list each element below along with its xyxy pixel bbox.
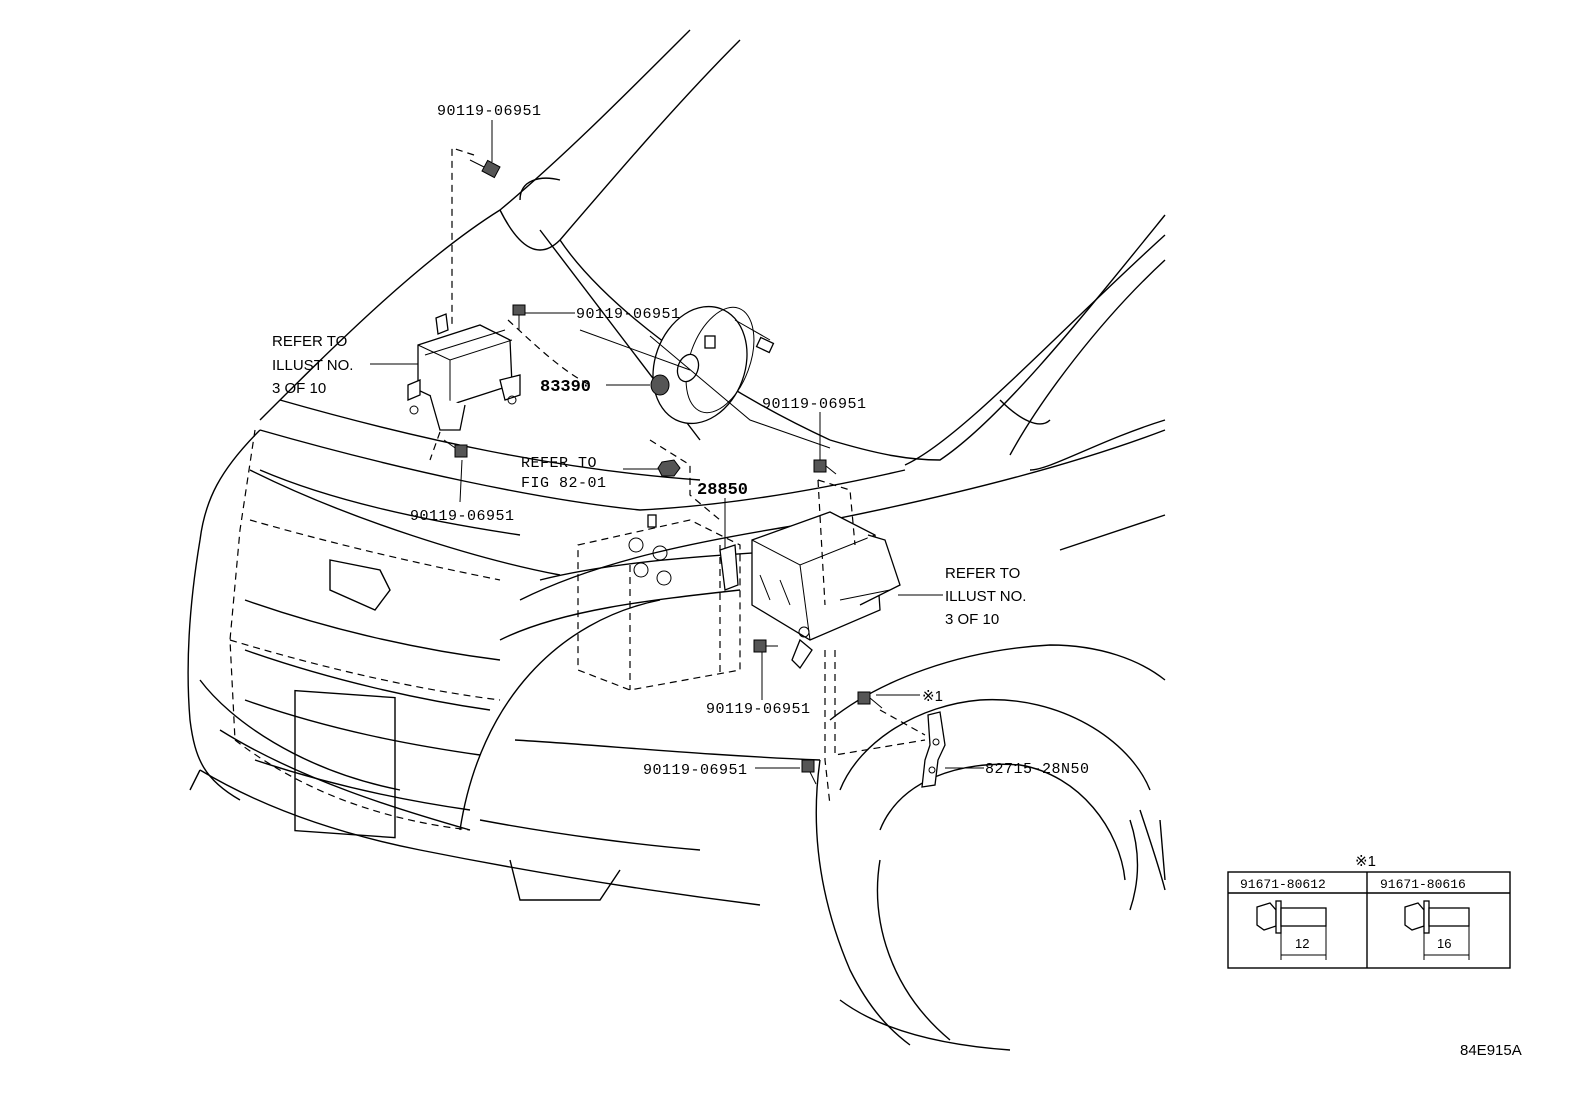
front-grille — [229, 429, 521, 839]
reference-notes: REFER TO ILLUST NO. 3 OF 10 REFER TO ILL… — [272, 333, 1026, 628]
fasteners — [443, 159, 883, 785]
ref-left-line3: 3 OF 10 — [272, 380, 326, 397]
assembly-dashed-lines — [429, 147, 926, 806]
ref-left-line1: REFER TO — [272, 333, 347, 350]
label-bolt-mid-upper: 90119-06951 — [576, 306, 681, 323]
brake-booster — [652, 305, 775, 425]
ref-fig-line1: REFER TO — [521, 455, 597, 472]
table-col2-part-number: 91671-80616 — [1380, 877, 1466, 892]
bolt-top-icon — [469, 159, 501, 179]
left-relay-block — [407, 313, 521, 431]
label-bolt-bottom: 90119-06951 — [643, 762, 748, 779]
flange-bolt-12-icon: 12 — [1256, 900, 1327, 960]
ref-right-line3: 3 OF 10 — [945, 611, 999, 628]
bolt-note1-icon — [857, 691, 883, 709]
bolt-right-upper-icon — [813, 459, 837, 475]
label-bracket: 82715-28N50 — [985, 761, 1090, 778]
battery — [577, 514, 741, 691]
label-note-mark: ※1 — [922, 688, 943, 705]
ref-fig-line2: FIG 82-01 — [521, 475, 607, 492]
bolt-mid-upper-icon — [512, 304, 526, 330]
grommet-83390-icon — [650, 374, 670, 396]
bolt-center-lower-icon — [753, 639, 778, 653]
table-col1-length: 12 — [1295, 936, 1309, 951]
label-bolt-center-lower: 90119-06951 — [706, 701, 811, 718]
table-title: ※1 — [1355, 853, 1376, 870]
label-grommet: 83390 — [540, 378, 591, 397]
nut-fig82-icon — [657, 459, 681, 477]
illustration-code: 84E915A — [1460, 1042, 1522, 1059]
table-col1-part-number: 91671-80612 — [1240, 877, 1326, 892]
bolt-left-lower-icon — [443, 439, 468, 458]
bracket-82715 — [921, 711, 946, 788]
label-relay-block: 28850 — [697, 481, 748, 500]
label-bolt-right-upper: 90119-06951 — [762, 396, 867, 413]
part-labels: 90119-06951 90119-06951 83390 90119-0695… — [410, 103, 1090, 779]
label-bolt-top: 90119-06951 — [437, 103, 542, 120]
flange-bolt-16-icon: 16 — [1404, 900, 1470, 960]
vehicle-body-outline — [187, 29, 1166, 1051]
label-bolt-left-lower: 90119-06951 — [410, 508, 515, 525]
ref-right-line1: REFER TO — [945, 565, 1020, 582]
table-col2-length: 16 — [1437, 936, 1451, 951]
right-relay-block — [719, 511, 901, 670]
bolt-bottom-icon — [801, 759, 817, 785]
ref-left-line2: ILLUST NO. — [272, 357, 353, 374]
ref-right-line2: ILLUST NO. — [945, 588, 1026, 605]
bolt-length-table: ※1 91671-80612 91671-80616 12 16 — [1227, 853, 1511, 969]
leader-lines — [370, 120, 984, 769]
